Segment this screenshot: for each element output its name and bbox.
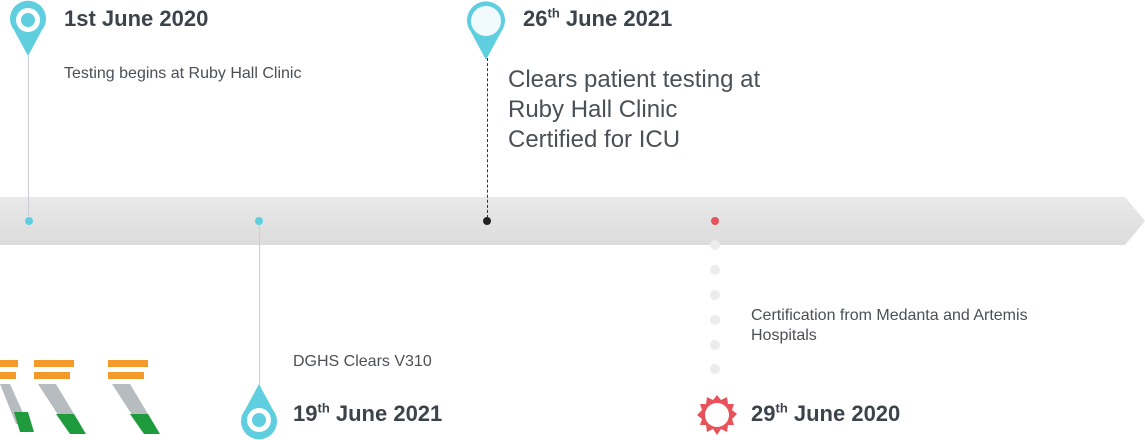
milestone-description: Certification from Medanta and Artemis H… — [751, 306, 1028, 346]
connector-line — [28, 56, 29, 216]
timeline-marker — [25, 217, 33, 225]
milestone-description: Testing begins at Ruby Hall Clinic — [64, 65, 302, 82]
description-line: Certified for ICU — [508, 126, 681, 153]
dotted-connector — [710, 315, 720, 325]
timeline-marker — [711, 217, 719, 225]
timeline-bar — [0, 197, 1145, 245]
connector-line — [259, 225, 260, 390]
map-pin-icon — [241, 384, 277, 440]
connector-line — [487, 58, 488, 218]
timeline-marker — [483, 217, 491, 225]
dotted-connector — [710, 364, 720, 374]
rupee-icon — [108, 360, 160, 434]
dotted-connector — [710, 240, 720, 250]
milestone-description: Clears patient testing at Ruby Hall Clin… — [508, 65, 760, 155]
map-pin-icon — [467, 1, 505, 60]
milestone-date: 1st June 2020 — [64, 6, 209, 31]
description-line: Clears patient testing at — [508, 66, 761, 93]
rupee-icon — [34, 360, 86, 434]
rupee-icon-group — [0, 360, 160, 434]
timeline-marker — [255, 217, 263, 225]
description-line: Hospitals — [751, 327, 817, 344]
dotted-connector — [710, 340, 720, 350]
milestone-description: DGHS Clears V310 — [293, 353, 432, 370]
milestone-date: 26th June 2021 — [523, 5, 673, 31]
milestone-date: 19th June 2021 — [293, 400, 443, 426]
milestone-date: 29th June 2020 — [751, 400, 901, 426]
rupee-icon — [0, 360, 34, 432]
description-line: Ruby Hall Clinic — [508, 96, 678, 123]
dotted-connector — [710, 265, 720, 275]
map-pin-icon — [10, 0, 46, 56]
seal-icon — [697, 395, 737, 435]
description-line: Certification from Medanta and Artemis — [751, 307, 1028, 324]
dotted-connector — [710, 290, 720, 300]
